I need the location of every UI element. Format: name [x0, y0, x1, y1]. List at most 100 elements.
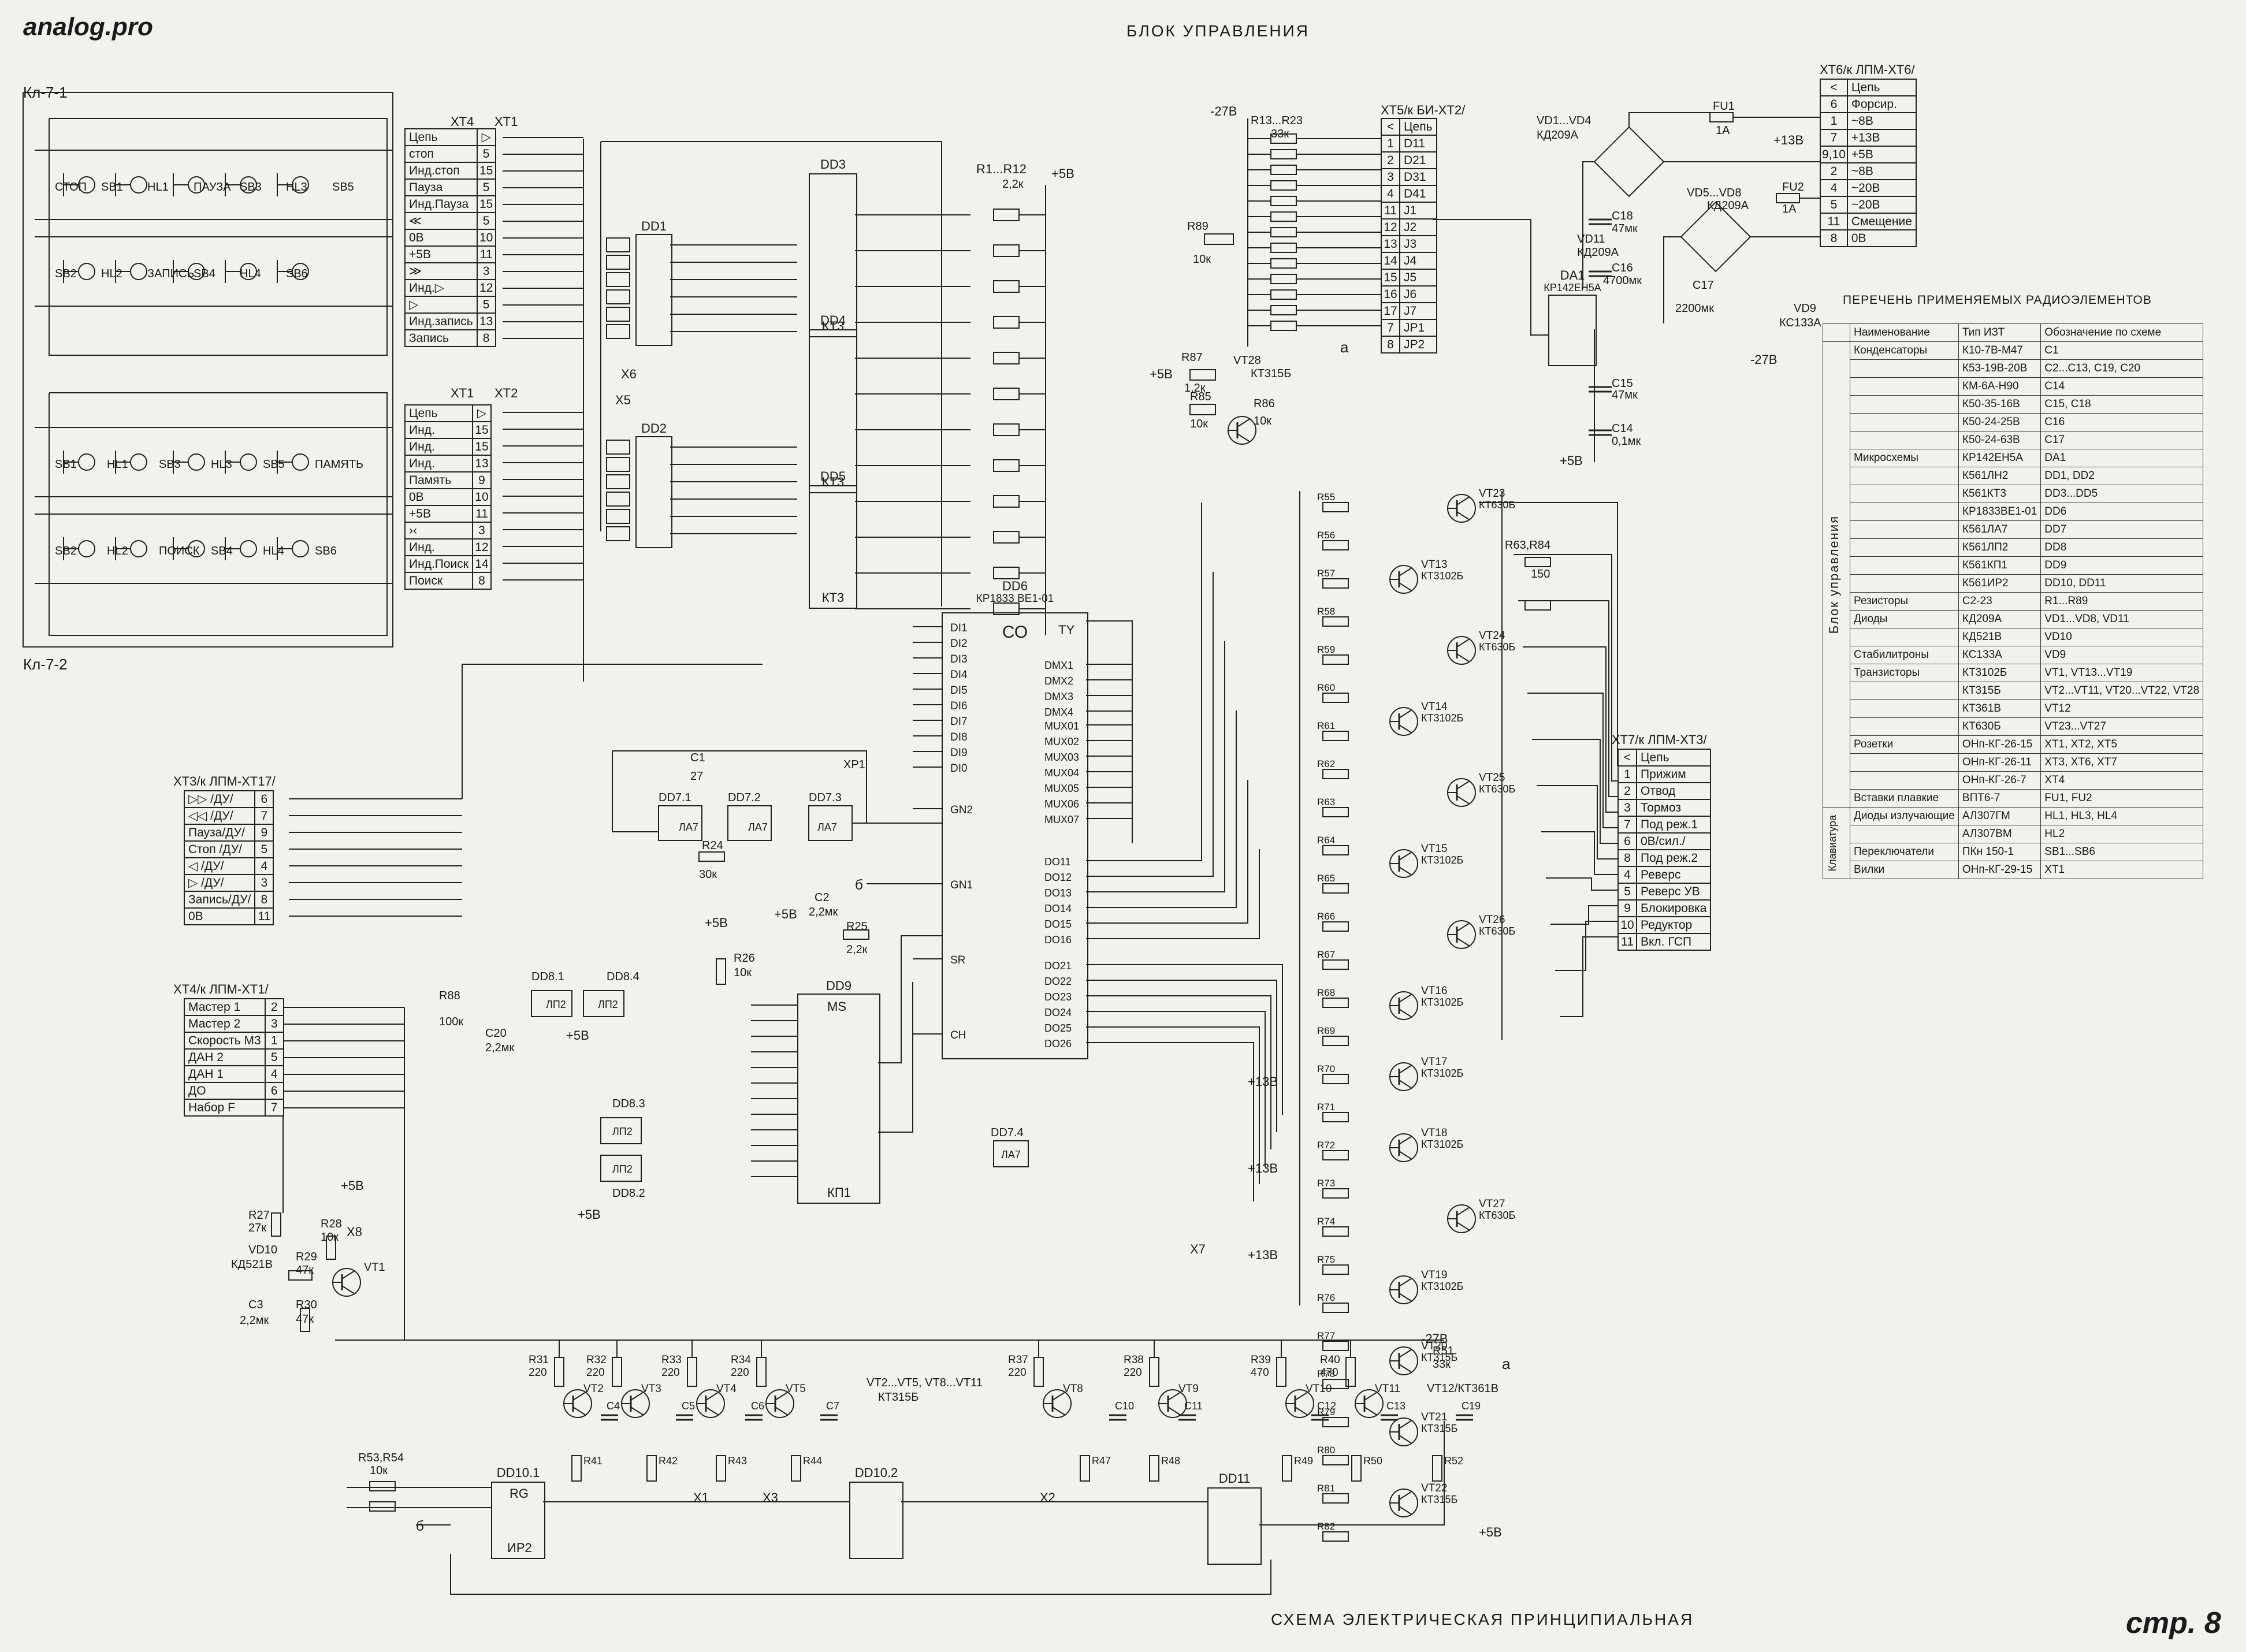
pin-number: 4 [1820, 179, 1848, 197]
wire [1456, 653, 1470, 663]
wire [612, 751, 659, 832]
transistor-type: КТ630Б [1479, 1210, 1515, 1221]
element-kind [1850, 556, 1959, 575]
wire [1399, 1293, 1412, 1302]
wire [1537, 785, 1617, 860]
pin-number: 7 [264, 1099, 284, 1117]
wire [1399, 1435, 1412, 1444]
dd6-pin-right: MUX07 [1044, 814, 1079, 825]
pin-number: 11 [254, 907, 274, 925]
resistor-name: R57 [1317, 568, 1335, 579]
signal-name: JP2 [1399, 336, 1437, 354]
button-label-top: ЗАПИСЬ [147, 267, 195, 280]
element-type: КТ630Б [1958, 717, 2042, 736]
element-type: К561КТ3 [1958, 485, 2042, 503]
fu2-value: 1А [1782, 203, 1797, 215]
element-type: АЛ307ГМ [1958, 807, 2042, 825]
pin-number: 13 [476, 312, 496, 330]
bottom-r2-name: R44 [803, 1455, 822, 1467]
signal-name: +5В [1846, 146, 1917, 163]
dd6-chip: DD6 КР1833 ВЕ1-01 СО TY [942, 579, 1088, 1059]
inverter-input [606, 324, 630, 339]
vd1-vd4-label: VD1...VD4 [1537, 114, 1591, 127]
element-kind [1850, 825, 1959, 843]
signal-name: D41 [1399, 185, 1437, 203]
vd10-label: VD10 [248, 1244, 277, 1256]
wire [49, 392, 388, 636]
wire [1555, 921, 1617, 971]
la7-label: ЛА7 [817, 821, 837, 833]
pin-number: 7 [1820, 129, 1848, 147]
bottom-capacitor-name: C7 [826, 1400, 839, 1412]
resistor [271, 1212, 281, 1237]
pin-number: 3 [1617, 799, 1637, 817]
element-kind [1850, 377, 1959, 396]
dd6-pin-right: DO22 [1044, 976, 1072, 987]
xor-gate [531, 990, 572, 1017]
resistor [1322, 1112, 1349, 1122]
button-label-bottom: ПОИСК [159, 545, 200, 557]
signal-name: ▷▷ /ДУ/ [183, 790, 256, 808]
wire [1479, 502, 1618, 766]
wire [1518, 600, 1617, 797]
pin-number: 15 [1381, 269, 1400, 287]
connector-row: Цепь▷ [404, 404, 492, 422]
button-label-bottom: HL2 [107, 545, 128, 557]
dd6-pin-right: DO23 [1044, 991, 1072, 1003]
pin-number: 10 [476, 229, 496, 247]
r85-label: R85 [1190, 390, 1211, 403]
pin-number: ▷ [471, 404, 492, 422]
signal-name: Инд. [404, 421, 473, 439]
connector-row: ▷▷ /ДУ/6 [183, 790, 274, 808]
wire [1259, 1421, 1445, 1526]
wire [1399, 1080, 1412, 1089]
xor-gate [600, 1117, 642, 1144]
bottom-resistor-name: R32 [586, 1354, 607, 1366]
connector-row: ▷5 [404, 296, 496, 314]
r27-value: 27к [248, 1222, 266, 1234]
resistor [612, 1357, 622, 1387]
site-watermark: analog.pro [23, 13, 153, 41]
pin-number: 6 [1617, 832, 1637, 850]
xt6-title: XT6/к ЛПМ-XT6/ [1820, 62, 1915, 77]
r13-r23-label: R13...R23 [1251, 114, 1303, 127]
element-designators: VT2...VT11, VT20...VT22, VT28 [2040, 682, 2204, 700]
button-label-top: HL3 [286, 181, 307, 194]
dd6-pin-left: SR [950, 954, 965, 966]
xt4-top-label: XT4 [451, 114, 474, 129]
element-kind: Резисторы [1850, 592, 1959, 611]
indicator-led [292, 540, 309, 557]
transistor-type: КТ3102Б [1421, 570, 1463, 582]
wire [1132, 1042, 1254, 1201]
element-type: К50-24-25В [1958, 413, 2042, 431]
wire [1546, 877, 1617, 891]
wire [1514, 554, 1617, 782]
element-designators: HL1, HL3, HL4 [2040, 807, 2204, 825]
x6-label: X6 [621, 367, 637, 381]
dd10-1-chip: DD10.1 RG ИР2 [491, 1465, 545, 1559]
resistor [993, 388, 1020, 400]
signal-name: Пауза/ДУ/ [183, 824, 256, 842]
signal-name: 0В [404, 488, 473, 506]
dd2-chip: DD2 [635, 421, 672, 548]
indicator-led [130, 453, 147, 471]
bottom-capacitor-name: C11 [1184, 1400, 1203, 1412]
signal-name: ~8В [1846, 162, 1917, 180]
pin-number: 7 [1381, 319, 1400, 337]
pin-number: 8 [471, 572, 492, 590]
